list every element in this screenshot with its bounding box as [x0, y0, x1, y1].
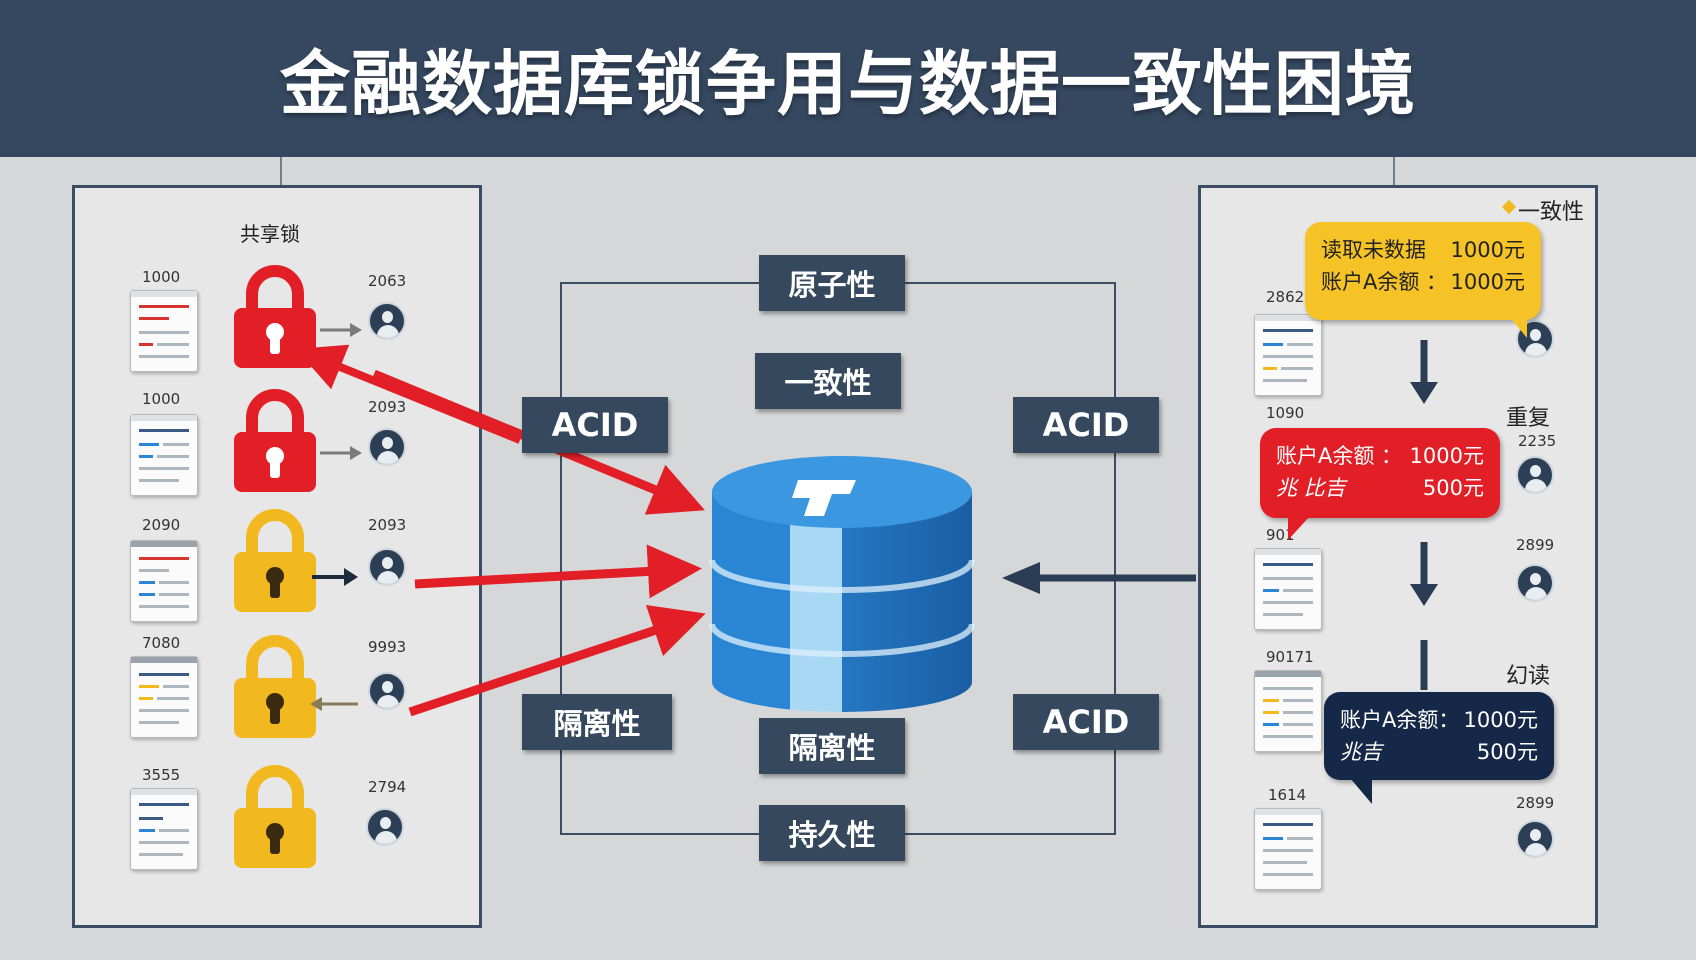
phantom-read-bubble: 账户A余额：1000元 兆吉 500元: [1324, 692, 1554, 804]
bubble-tail: [1288, 516, 1310, 540]
connector-line: [1393, 157, 1395, 185]
doc-label: 2862: [1266, 288, 1305, 306]
database-icon: [709, 456, 975, 712]
dirty-read-bubble: 读取未数据 1000元 账户A余额 ：1000元: [1305, 222, 1541, 338]
arrow-icon: [320, 446, 362, 460]
document-icon: [130, 656, 198, 738]
document-icon: [130, 540, 198, 622]
user-avatar-icon: [1516, 456, 1554, 494]
document-icon: [130, 414, 198, 496]
consistency-corner-label: 一致性: [1518, 200, 1585, 225]
bubble-value: 500元: [1422, 476, 1484, 500]
bubble-tail: [1350, 778, 1372, 804]
doc-label: 1090: [1266, 404, 1305, 422]
bubble-value: 1000元: [1450, 270, 1525, 294]
document-icon: [130, 788, 198, 870]
tag-atomicity: 原子性: [759, 255, 905, 311]
tag-isolation-left: 隔离性: [522, 694, 672, 750]
user-label: 2093: [368, 398, 407, 416]
document-icon: [1254, 314, 1322, 396]
bubble-label: 读取未数据: [1321, 238, 1426, 262]
lock-icon: [234, 765, 316, 868]
tag-acid-left-top: ACID: [522, 397, 668, 453]
lock-icon: [234, 635, 316, 738]
arrow-icon: [312, 568, 358, 586]
doc-label: 1000: [142, 390, 181, 408]
bubble-value: 500元: [1476, 740, 1538, 764]
doc-label: 90171: [1266, 648, 1314, 666]
document-icon: [1254, 670, 1322, 752]
bubble-label: 账户A余额 ：: [1321, 270, 1448, 294]
bubble-label: 兆吉: [1340, 740, 1382, 764]
bubble-value: 1000元: [1450, 238, 1525, 262]
user-avatar-icon: [368, 428, 406, 466]
tag-durability: 持久性: [759, 805, 905, 861]
user-label: 2899: [1516, 794, 1555, 812]
header-banner: 金融数据库锁争用与数据一致性困境: [0, 0, 1696, 157]
page-title: 金融数据库锁争用与数据一致性困境: [280, 43, 1416, 125]
bubble-value: 1000元: [1463, 708, 1538, 732]
user-label: 9993: [368, 638, 407, 656]
user-avatar-icon: [366, 808, 404, 846]
user-avatar-icon: [1516, 820, 1554, 858]
user-label: 2794: [368, 778, 407, 796]
tag-acid-right-bottom: ACID: [1013, 694, 1159, 750]
document-icon: [1254, 548, 1322, 630]
doc-label: 7080: [142, 634, 181, 652]
tag-acid-right-top: ACID: [1013, 397, 1159, 453]
bubble-value: 1000元: [1409, 444, 1484, 468]
user-avatar-icon: [1516, 564, 1554, 602]
doc-label: 1614: [1268, 786, 1307, 804]
bubble-label: 兆 比吉: [1276, 476, 1346, 500]
doc-label: 1000: [142, 268, 181, 286]
non-repeatable-read-bubble: 账户A余额 ：1000元 兆 比吉 500元: [1260, 428, 1500, 540]
user-label: 2093: [368, 516, 407, 534]
arrow-icon: [310, 697, 358, 711]
connector-line: [280, 157, 282, 185]
document-icon: [130, 290, 198, 372]
tag-isolation-center: 隔离性: [759, 718, 905, 774]
lock-icon: [234, 509, 316, 612]
lock-icon: [234, 265, 316, 368]
doc-label: 3555: [142, 766, 181, 784]
user-avatar-icon: [368, 302, 406, 340]
user-avatar-icon: [368, 672, 406, 710]
non-repeatable-read-label: 重复: [1506, 406, 1551, 431]
phantom-read-label: 幻读: [1506, 664, 1551, 689]
bubble-label: 账户A余额：: [1340, 708, 1460, 732]
user-avatar-icon: [368, 548, 406, 586]
tag-consistency: 一致性: [755, 353, 901, 409]
user-label: 2063: [368, 272, 407, 290]
doc-label: 901: [1266, 526, 1295, 544]
user-label: 2235: [1518, 432, 1557, 450]
document-icon: [1254, 808, 1322, 890]
lock-icon: [234, 389, 316, 492]
shared-lock-heading: 共享锁: [240, 222, 300, 246]
bubble-tail: [1509, 316, 1527, 338]
arrow-icon: [320, 323, 362, 337]
doc-label: 2090: [142, 516, 181, 534]
user-label: 2899: [1516, 536, 1555, 554]
bubble-label: 账户A余额 ：: [1276, 444, 1403, 468]
